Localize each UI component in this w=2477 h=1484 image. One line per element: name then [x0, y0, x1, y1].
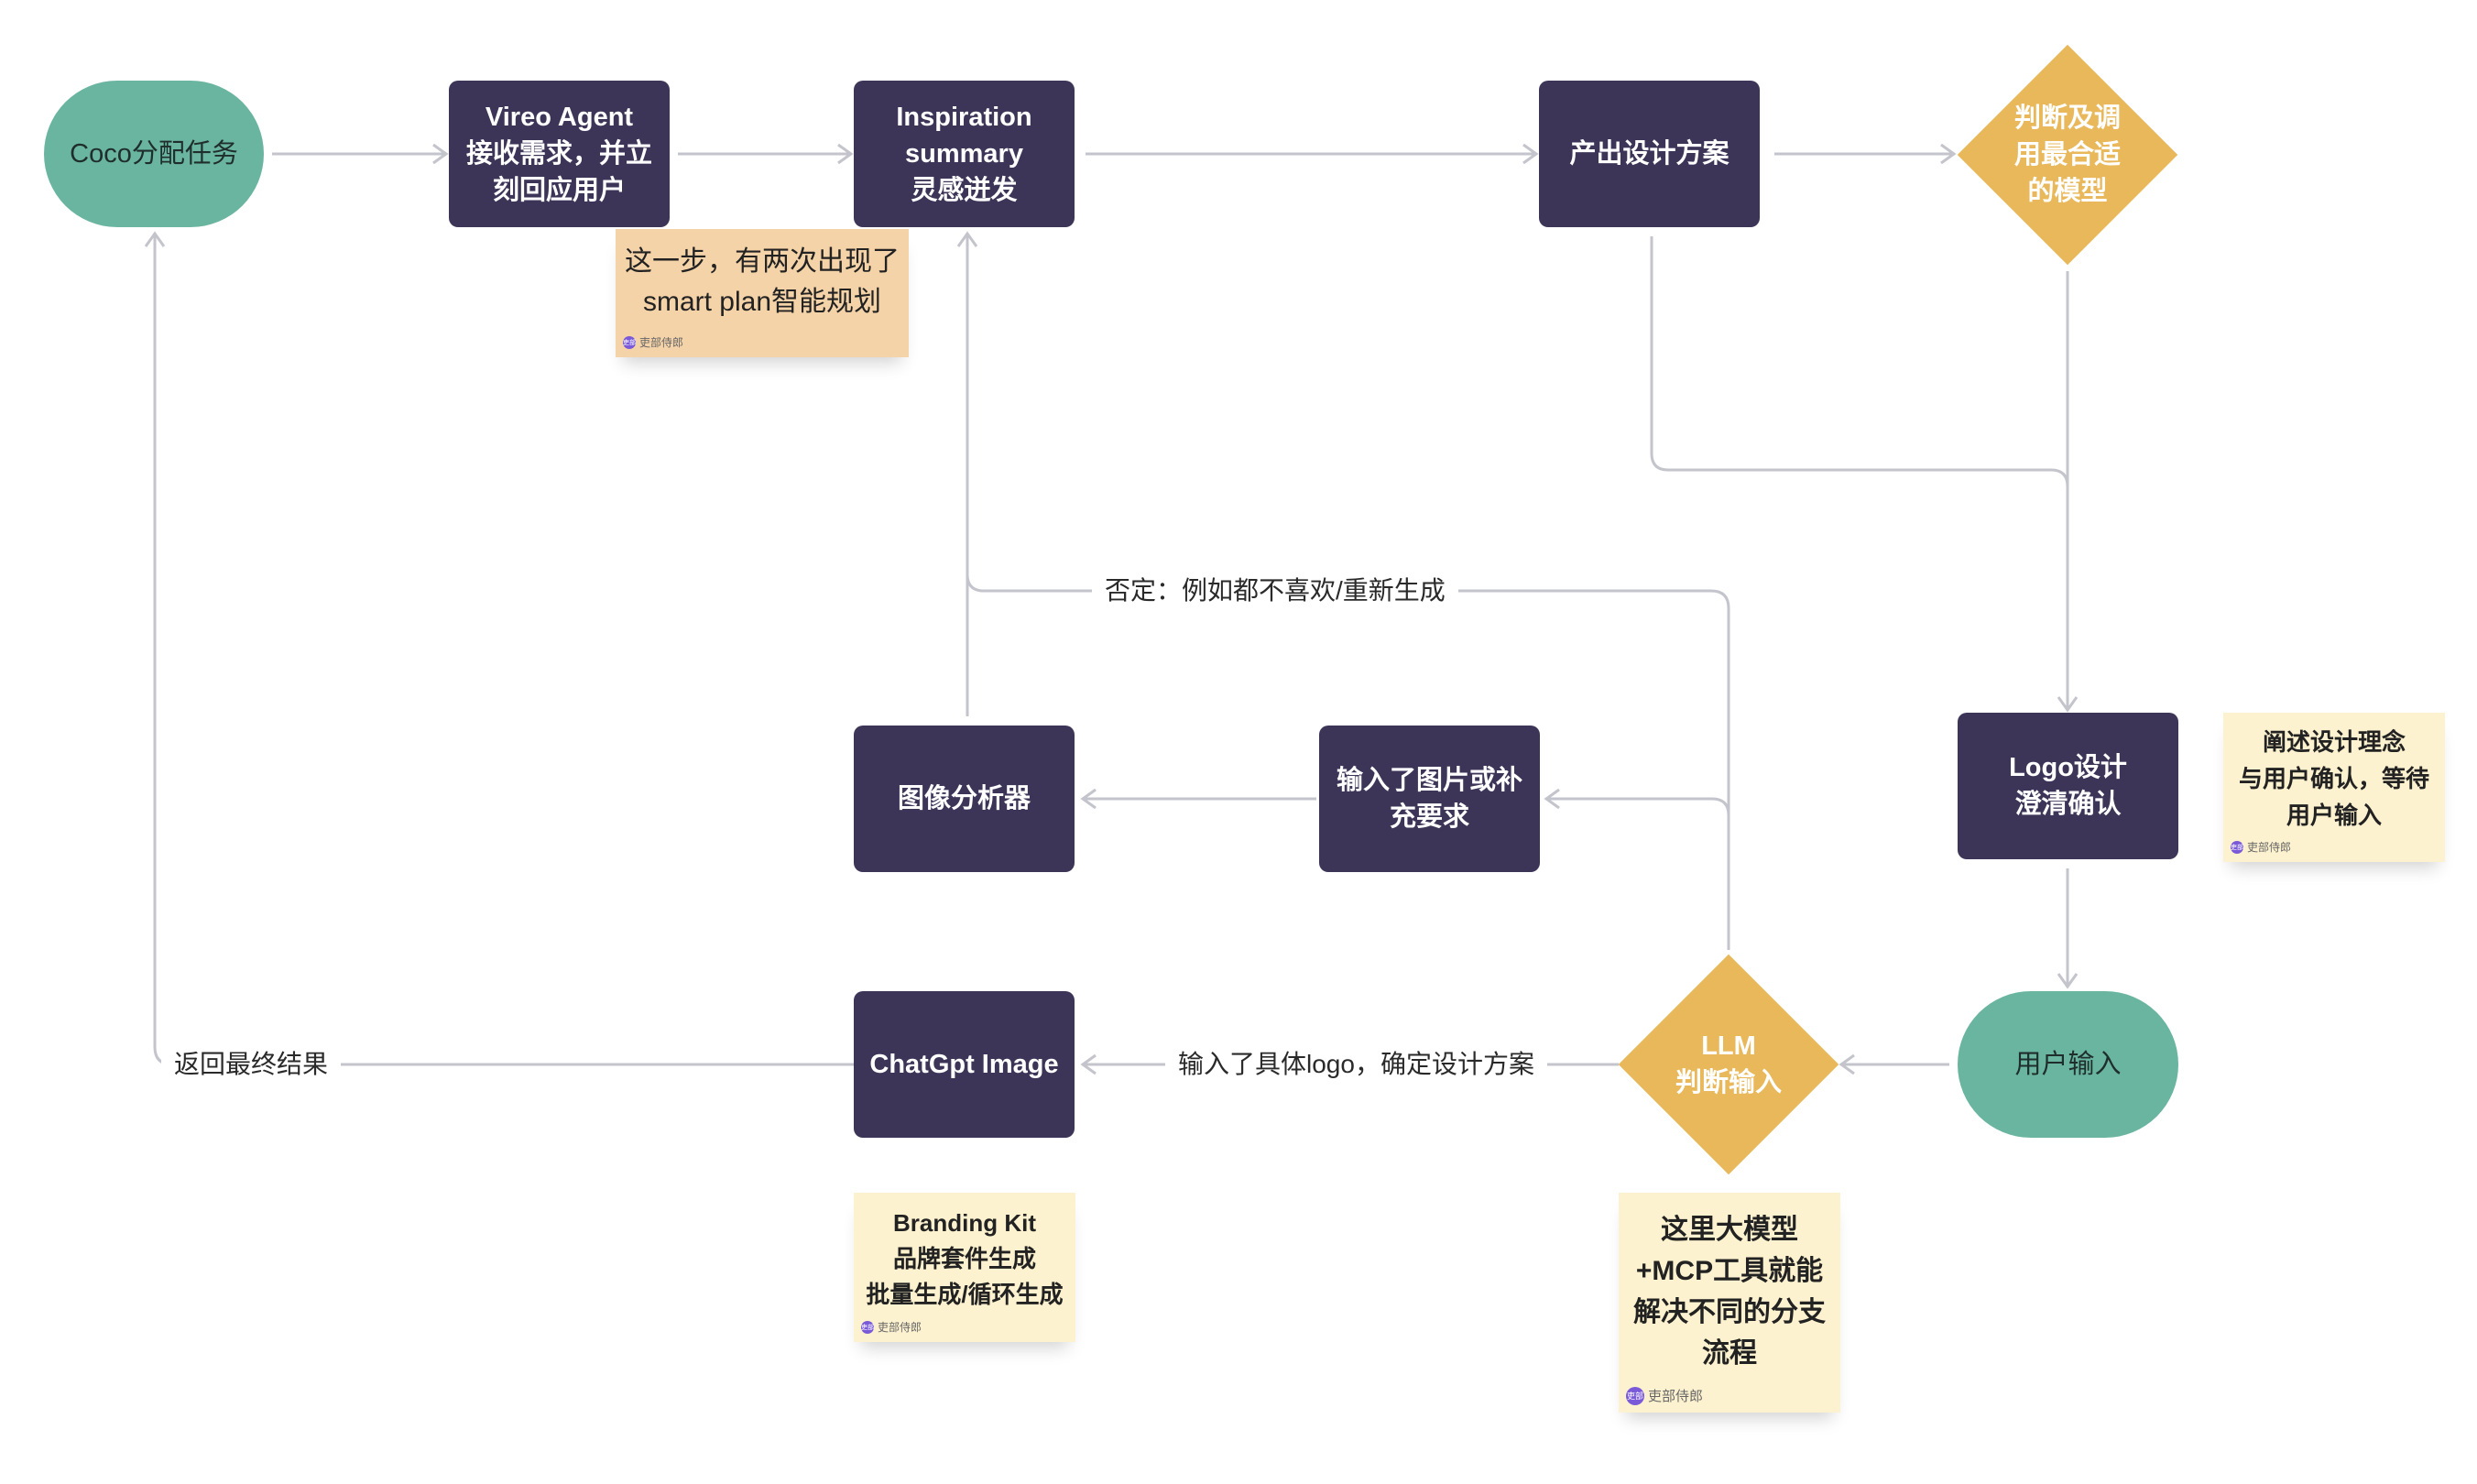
node-vireo-line2: 接收需求，并立	[465, 139, 652, 169]
node-chatgpt-image[interactable]: ChatGpt Image	[854, 991, 1075, 1138]
sticky-explain-design-text: 阐述设计理念 与用户确认，等待 用户输入	[2239, 724, 2429, 834]
node-logo-confirm-line1: Logo设计	[2009, 753, 2127, 782]
sticky-author: 吏部 吏部侍郎	[623, 334, 683, 350]
author-name: 吏部侍郎	[2247, 841, 2292, 854]
node-vireo-line3: 刻回应用户	[492, 176, 626, 205]
node-llm-line1: LLM	[1701, 1031, 1756, 1061]
edge-chatgpt-coco	[144, 231, 854, 1066]
node-inspiration-line2: summary	[905, 139, 1023, 169]
node-image-analyzer[interactable]: 图像分析器	[854, 726, 1075, 872]
sticky-mcp-line4: 流程	[1702, 1338, 1757, 1369]
sticky-smart-plan-line1: 这一步，有两次出现了	[625, 246, 900, 277]
node-vireo-agent[interactable]: Vireo Agent 接收需求，并立 刻回应用户	[449, 81, 670, 227]
node-input-more-line2: 充要求	[1389, 802, 1469, 832]
sticky-mcp-note[interactable]: 这里大模型 +MCP工具就能 解决不同的分支 流程 吏部 吏部侍郎	[1619, 1193, 1840, 1413]
sticky-smart-plan[interactable]: 这一步，有两次出现了 smart plan智能规划 吏部 吏部侍郎	[616, 229, 909, 357]
avatar: 吏部	[1626, 1386, 1644, 1405]
sticky-smart-plan-text: 这一步，有两次出现了 smart plan智能规划	[625, 242, 900, 322]
author-name: 吏部侍郎	[639, 336, 684, 349]
node-inspiration-line1: Inspiration	[896, 103, 1032, 132]
edge-label-return: 返回最终结果	[161, 1046, 342, 1083]
sticky-author: 吏部 吏部侍郎	[861, 1319, 922, 1335]
node-inspiration-summary[interactable]: Inspiration summary 灵感迸发	[854, 81, 1075, 227]
sticky-explain-line3: 用户输入	[2286, 802, 2382, 829]
sticky-mcp-line2: +MCP工具就能	[1635, 1256, 1824, 1286]
author-name: 吏部侍郎	[1648, 1389, 1704, 1404]
node-input-more[interactable]: 输入了图片或补 充要求	[1319, 726, 1540, 872]
sticky-smart-plan-line2: smart plan智能规划	[642, 287, 882, 317]
edge-design-merge	[1650, 236, 2069, 487]
node-input-more-line1: 输入了图片或补	[1336, 766, 1522, 795]
node-llm-label: LLM 判断输入	[1619, 955, 1839, 1174]
author-name: 吏部侍郎	[878, 1321, 922, 1334]
node-llm-line2: 判断输入	[1675, 1068, 1782, 1097]
sticky-author: 吏部 吏部侍郎	[2231, 839, 2291, 855]
edge-label-reject: 否定：例如都不喜欢/重新生成	[1092, 573, 1458, 609]
sticky-mcp-note-text: 这里大模型 +MCP工具就能 解决不同的分支 流程	[1633, 1209, 1826, 1374]
node-user-input[interactable]: 用户输入	[1958, 991, 2178, 1138]
avatar: 吏部	[623, 335, 636, 349]
node-chatgpt-image-label: ChatGpt Image	[869, 1050, 1059, 1079]
sticky-explain-line2: 与用户确认，等待	[2238, 765, 2429, 792]
sticky-branding-kit-text: Branding Kit 品牌套件生成 批量生成/循环生成	[866, 1206, 1063, 1313]
edge-label-confirm: 输入了具体logo，确定设计方案	[1165, 1046, 1547, 1083]
node-image-analyzer-label: 图像分析器	[897, 784, 1031, 813]
edge-llm-reject	[966, 573, 1730, 950]
node-inspiration-line3: 灵感迸发	[911, 176, 1018, 205]
node-logo-confirm-line2: 澄清确认	[2014, 790, 2122, 819]
node-user-input-label: 用户输入	[2014, 1050, 2122, 1079]
sticky-branding-line3: 批量生成/循环生成	[866, 1281, 1064, 1308]
node-vireo-line1: Vireo Agent	[485, 103, 634, 132]
sticky-mcp-line1: 这里大模型	[1661, 1215, 1798, 1245]
sticky-explain-line1: 阐述设计理念	[2262, 728, 2406, 756]
avatar: 吏部	[2231, 840, 2243, 854]
sticky-branding-kit[interactable]: Branding Kit 品牌套件生成 批量生成/循环生成 吏部 吏部侍郎	[854, 1193, 1075, 1342]
node-design-plan-label: 产出设计方案	[1569, 139, 1730, 169]
node-model-select-label: 判断及调 用最合适 的模型	[1958, 45, 2177, 265]
sticky-mcp-line3: 解决不同的分支	[1633, 1297, 1826, 1327]
node-model-select-line1: 判断及调	[2013, 104, 2121, 133]
node-coco-assign[interactable]: Coco分配任务	[44, 81, 264, 227]
sticky-explain-design[interactable]: 阐述设计理念 与用户确认，等待 用户输入 吏部 吏部侍郎	[2223, 713, 2445, 862]
node-coco-label: Coco分配任务	[70, 139, 238, 169]
avatar: 吏部	[861, 1320, 874, 1334]
sticky-author: 吏部 吏部侍郎	[1626, 1386, 1703, 1405]
node-design-plan[interactable]: 产出设计方案	[1539, 81, 1760, 227]
node-logo-confirm[interactable]: Logo设计 澄清确认	[1958, 713, 2178, 859]
sticky-branding-line1: Branding Kit	[892, 1209, 1036, 1237]
node-model-select-line2: 用最合适	[2013, 140, 2121, 169]
sticky-branding-line2: 品牌套件生成	[892, 1245, 1036, 1272]
node-model-select-line3: 的模型	[2027, 177, 2108, 206]
edge-llm-inputmore	[1544, 788, 1730, 950]
